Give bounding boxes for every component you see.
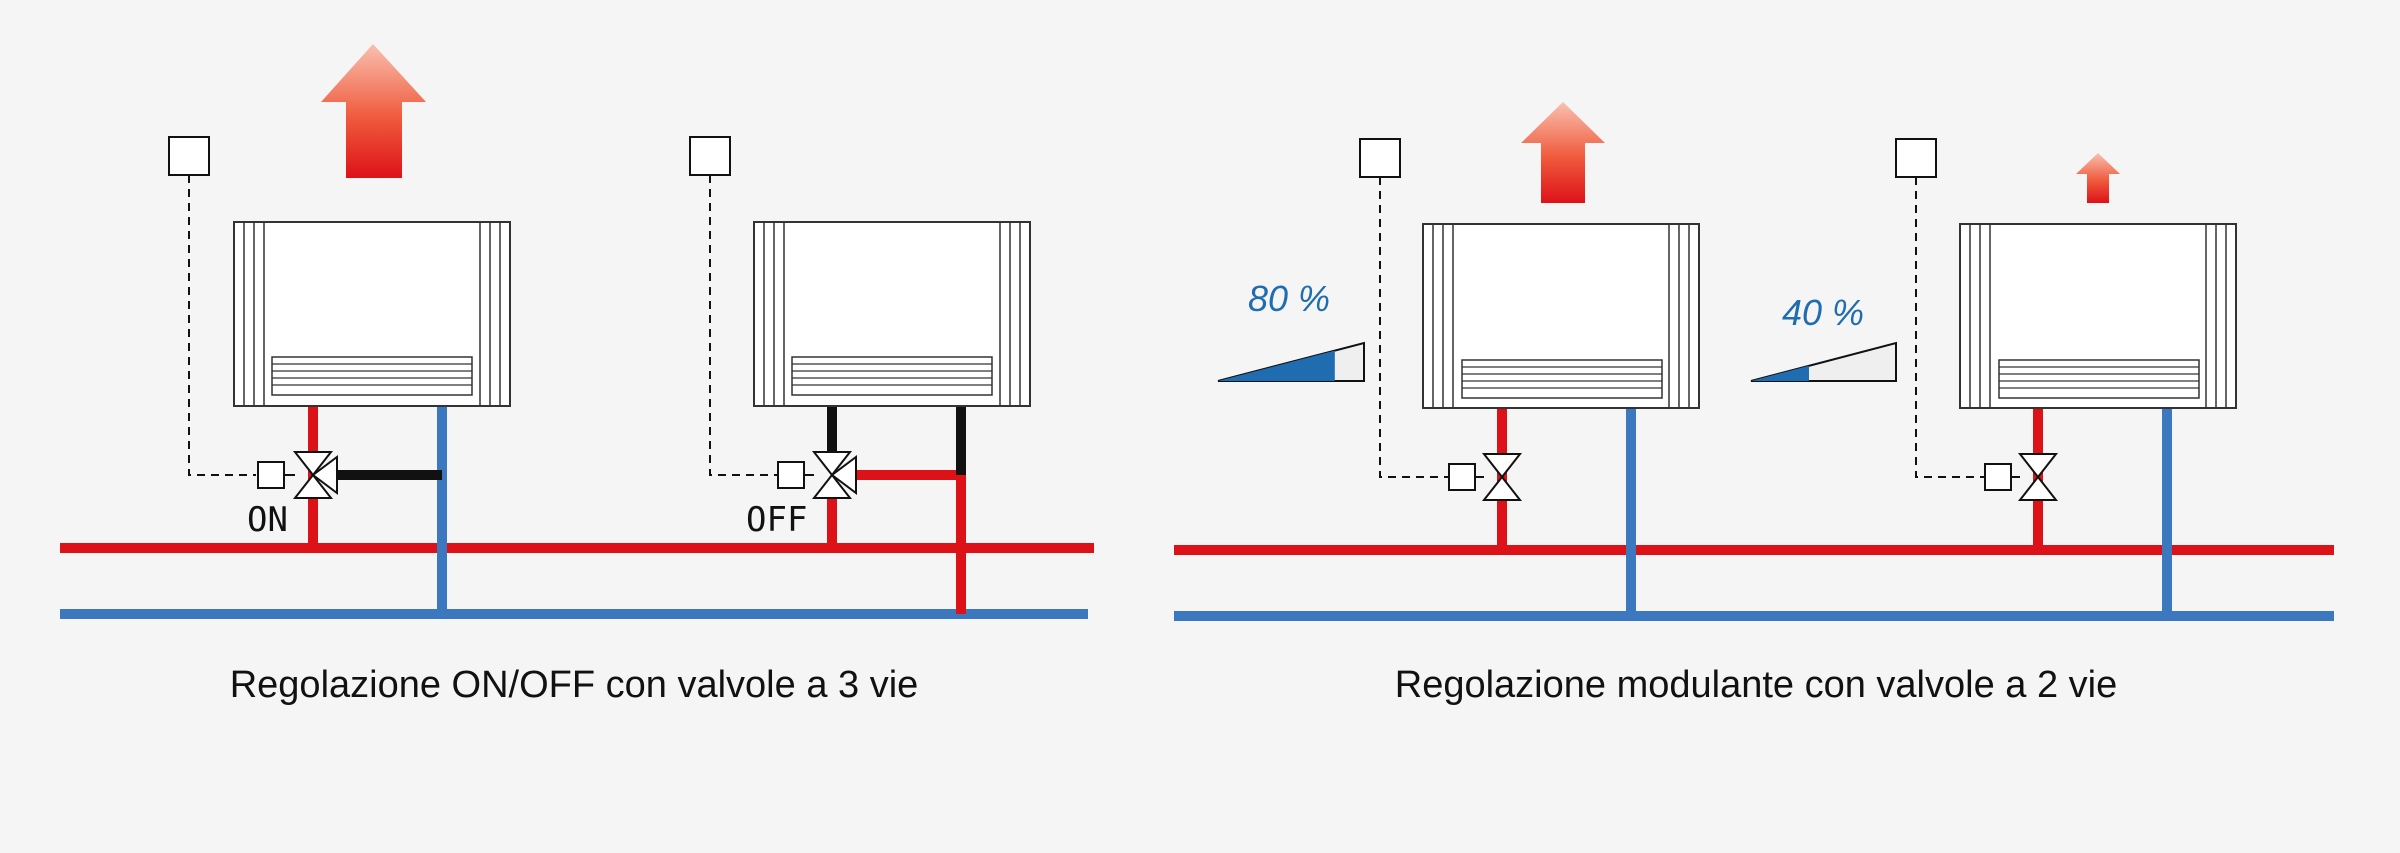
fan-coil-unit-off: OFF (689, 136, 1031, 614)
control-wire (1915, 177, 1984, 478)
fan-coil-grille (1461, 359, 1663, 399)
caption-modulating: Regolazione modulante con valvole a 2 vi… (1394, 664, 2118, 706)
fan-coil-grille (1998, 359, 2200, 399)
actuator-icon (1984, 463, 2012, 491)
two-way-valve-icon (1481, 453, 1523, 501)
thermostat-icon (1895, 138, 1937, 178)
caption-onoff: Regolazione ON/OFF con valvole a 3 vie (229, 664, 919, 706)
thermostat-icon (689, 136, 731, 176)
fan-coil-unit-on: ON (168, 44, 511, 614)
panel-modulating: 80 % (1174, 102, 2334, 621)
heat-flow-arrow-icon (2076, 153, 2120, 203)
actuator-icon (777, 461, 805, 489)
fan-coil-grille (271, 356, 473, 396)
wedge-fill (1751, 365, 1809, 381)
wedge-fill (1218, 350, 1335, 381)
panel-onoff: ON (60, 44, 1094, 619)
thermostat-icon (1359, 138, 1401, 178)
modulation-wedge-icon (1750, 341, 1897, 382)
control-wire (188, 175, 256, 476)
heat-flow-arrow-icon (1521, 102, 1605, 203)
fan-coil-unit-40: 40 % (1750, 138, 2237, 616)
fan-coil-unit-80: 80 % (1217, 102, 1700, 616)
valve-state-label: OFF (746, 500, 807, 540)
valve-state-label: ON (247, 500, 288, 540)
heat-flow-arrow-icon (321, 44, 426, 178)
actuator-icon (257, 461, 285, 489)
actuator-icon (1448, 463, 1476, 491)
two-way-valve-icon (2017, 453, 2059, 501)
three-way-valve-icon (292, 451, 338, 499)
percent-label: 40 % (1782, 292, 1864, 333)
thermostat-icon (168, 136, 210, 176)
percent-label: 80 % (1248, 278, 1330, 319)
control-wire (709, 175, 777, 476)
control-wire (1379, 177, 1448, 478)
fan-coil-grille (791, 356, 993, 396)
modulation-wedge-icon (1217, 341, 1365, 382)
three-way-valve-icon (811, 451, 857, 499)
